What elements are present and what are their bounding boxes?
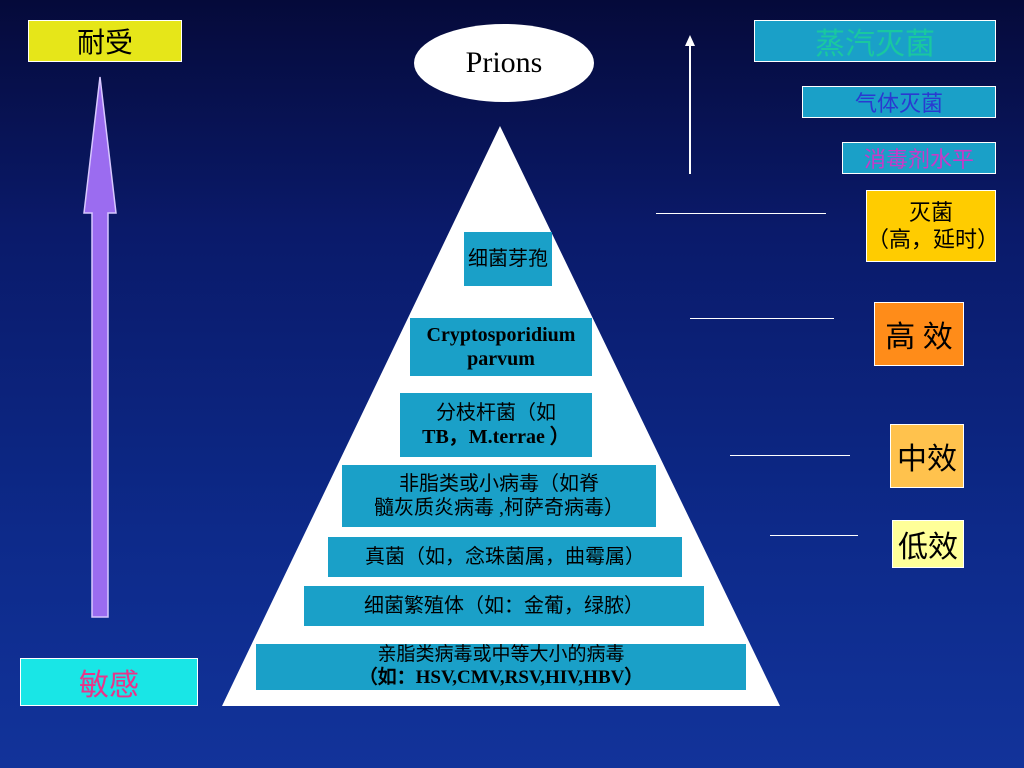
sensitive-label: 敏感 (20, 658, 198, 706)
pyramid-layer-cryptosporidium: Cryptosporidium parvum (410, 318, 592, 376)
level-divider-line (730, 455, 850, 456)
prions-ellipse: Prions (414, 24, 594, 102)
pyramid-layer-bacterial-spores: 细菌芽孢 (464, 232, 552, 286)
pyramid-layer-lipid-viruses: 亲脂类病毒或中等大小的病毒 （如：HSV,CMV,RSV,HIV,HBV） (256, 644, 746, 690)
steam-sterilization-label: 蒸汽灭菌 (754, 20, 996, 62)
level-divider-line (770, 535, 858, 536)
gas-sterilization-label: 气体灭菌 (802, 86, 996, 118)
level-arrow-icon (685, 35, 695, 174)
pyramid-layer-nonlipid-viruses: 非脂类或小病毒（如脊 髓灰质炎病毒 ,柯萨奇病毒） (342, 465, 656, 527)
disinfectant-level-label: 消毒剂水平 (842, 142, 996, 174)
level-divider-line (656, 213, 826, 214)
tolerant-label: 耐受 (28, 20, 182, 62)
resistance-arrow-icon (83, 76, 117, 618)
high-level-label: 高 效 (874, 302, 964, 366)
pyramid-layer-fungi: 真菌（如，念珠菌属，曲霉属） (328, 537, 682, 577)
level-divider-line (690, 318, 834, 319)
sensitive-label-text: 敏感 (79, 669, 139, 702)
tolerant-label-text: 耐受 (76, 28, 133, 59)
intermediate-level-label: 中效 (890, 424, 964, 488)
pyramid-layer-vegetative-bacteria: 细菌繁殖体（如：金葡，绿脓） (304, 586, 704, 626)
prions-label: Prions (465, 46, 543, 79)
pyramid-layer-mycobacteria: 分枝杆菌（如 TB，M.terrae ） (400, 393, 592, 457)
sterilization-level-label: 灭菌 （高，延时） (866, 190, 999, 262)
low-level-label: 低效 (892, 520, 964, 568)
